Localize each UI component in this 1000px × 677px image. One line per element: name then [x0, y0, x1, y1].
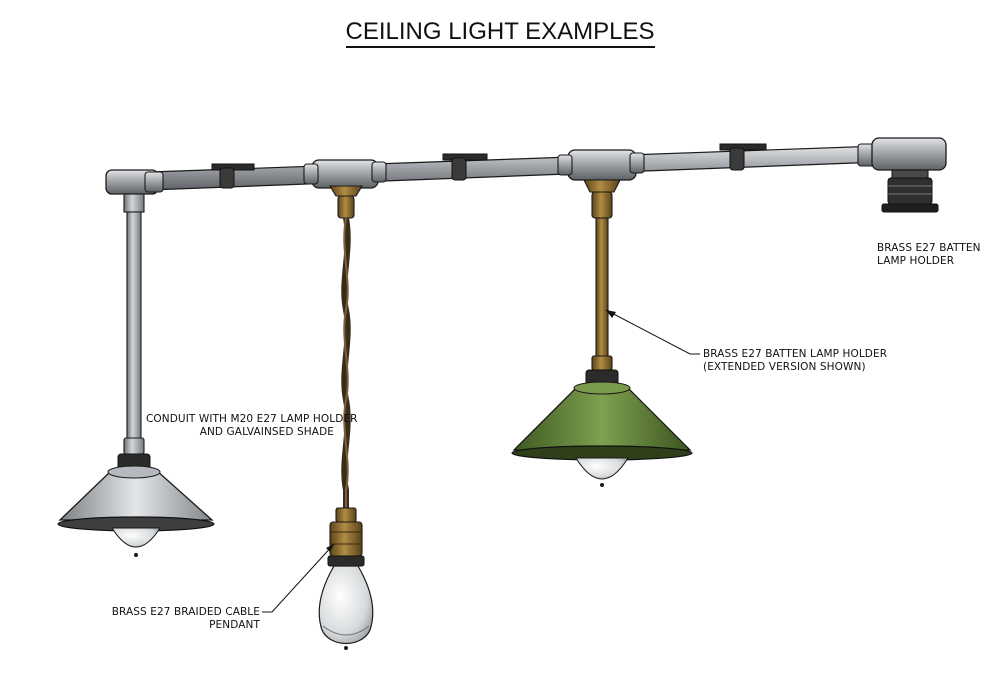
label-line: BRASS E27 BATTEN LAMP HOLDER — [703, 348, 888, 360]
label-line: LAMP HOLDER — [877, 255, 955, 267]
saddle-clip — [442, 153, 488, 181]
horizontal-conduit — [149, 145, 881, 191]
extended-batten-pendant — [511, 179, 693, 487]
diagram-title: CEILING LIGHT EXAMPLES — [0, 18, 1000, 48]
label-conduit: CONDUIT WITH M20 E27 LAMP HOLDER AND GAL… — [146, 413, 358, 439]
label-line: AND GALVAINSED SHADE — [199, 426, 334, 438]
label-extended-batten: BRASS E27 BATTEN LAMP HOLDER (EXTENDED V… — [703, 348, 887, 374]
label-braided-cable: BRASS E27 BRAIDED CABLE PENDANT — [100, 606, 260, 632]
saddle-clip — [211, 163, 255, 189]
leader-line-batten — [605, 309, 700, 355]
label-line: BRASS E27 BATTEN — [877, 242, 981, 254]
leader-line-braided — [262, 543, 335, 613]
junction-box-right — [857, 137, 947, 171]
batten-lamp-holder — [881, 169, 939, 213]
label-line: PENDANT — [209, 619, 260, 631]
junction-box-2 — [303, 159, 387, 189]
braided-cable-pendant — [318, 185, 374, 650]
junction-box-left — [105, 169, 164, 195]
saddle-clip — [719, 143, 767, 171]
conduit-pendant — [57, 193, 215, 557]
label-line: (EXTENDED VERSION SHOWN) — [703, 361, 866, 373]
label-line: CONDUIT WITH M20 E27 LAMP HOLDER — [146, 413, 358, 425]
junction-box-3 — [557, 149, 645, 181]
label-batten-lamp-holder: BRASS E27 BATTEN LAMP HOLDER — [877, 242, 981, 268]
label-line: BRASS E27 BRAIDED CABLE — [111, 606, 260, 618]
